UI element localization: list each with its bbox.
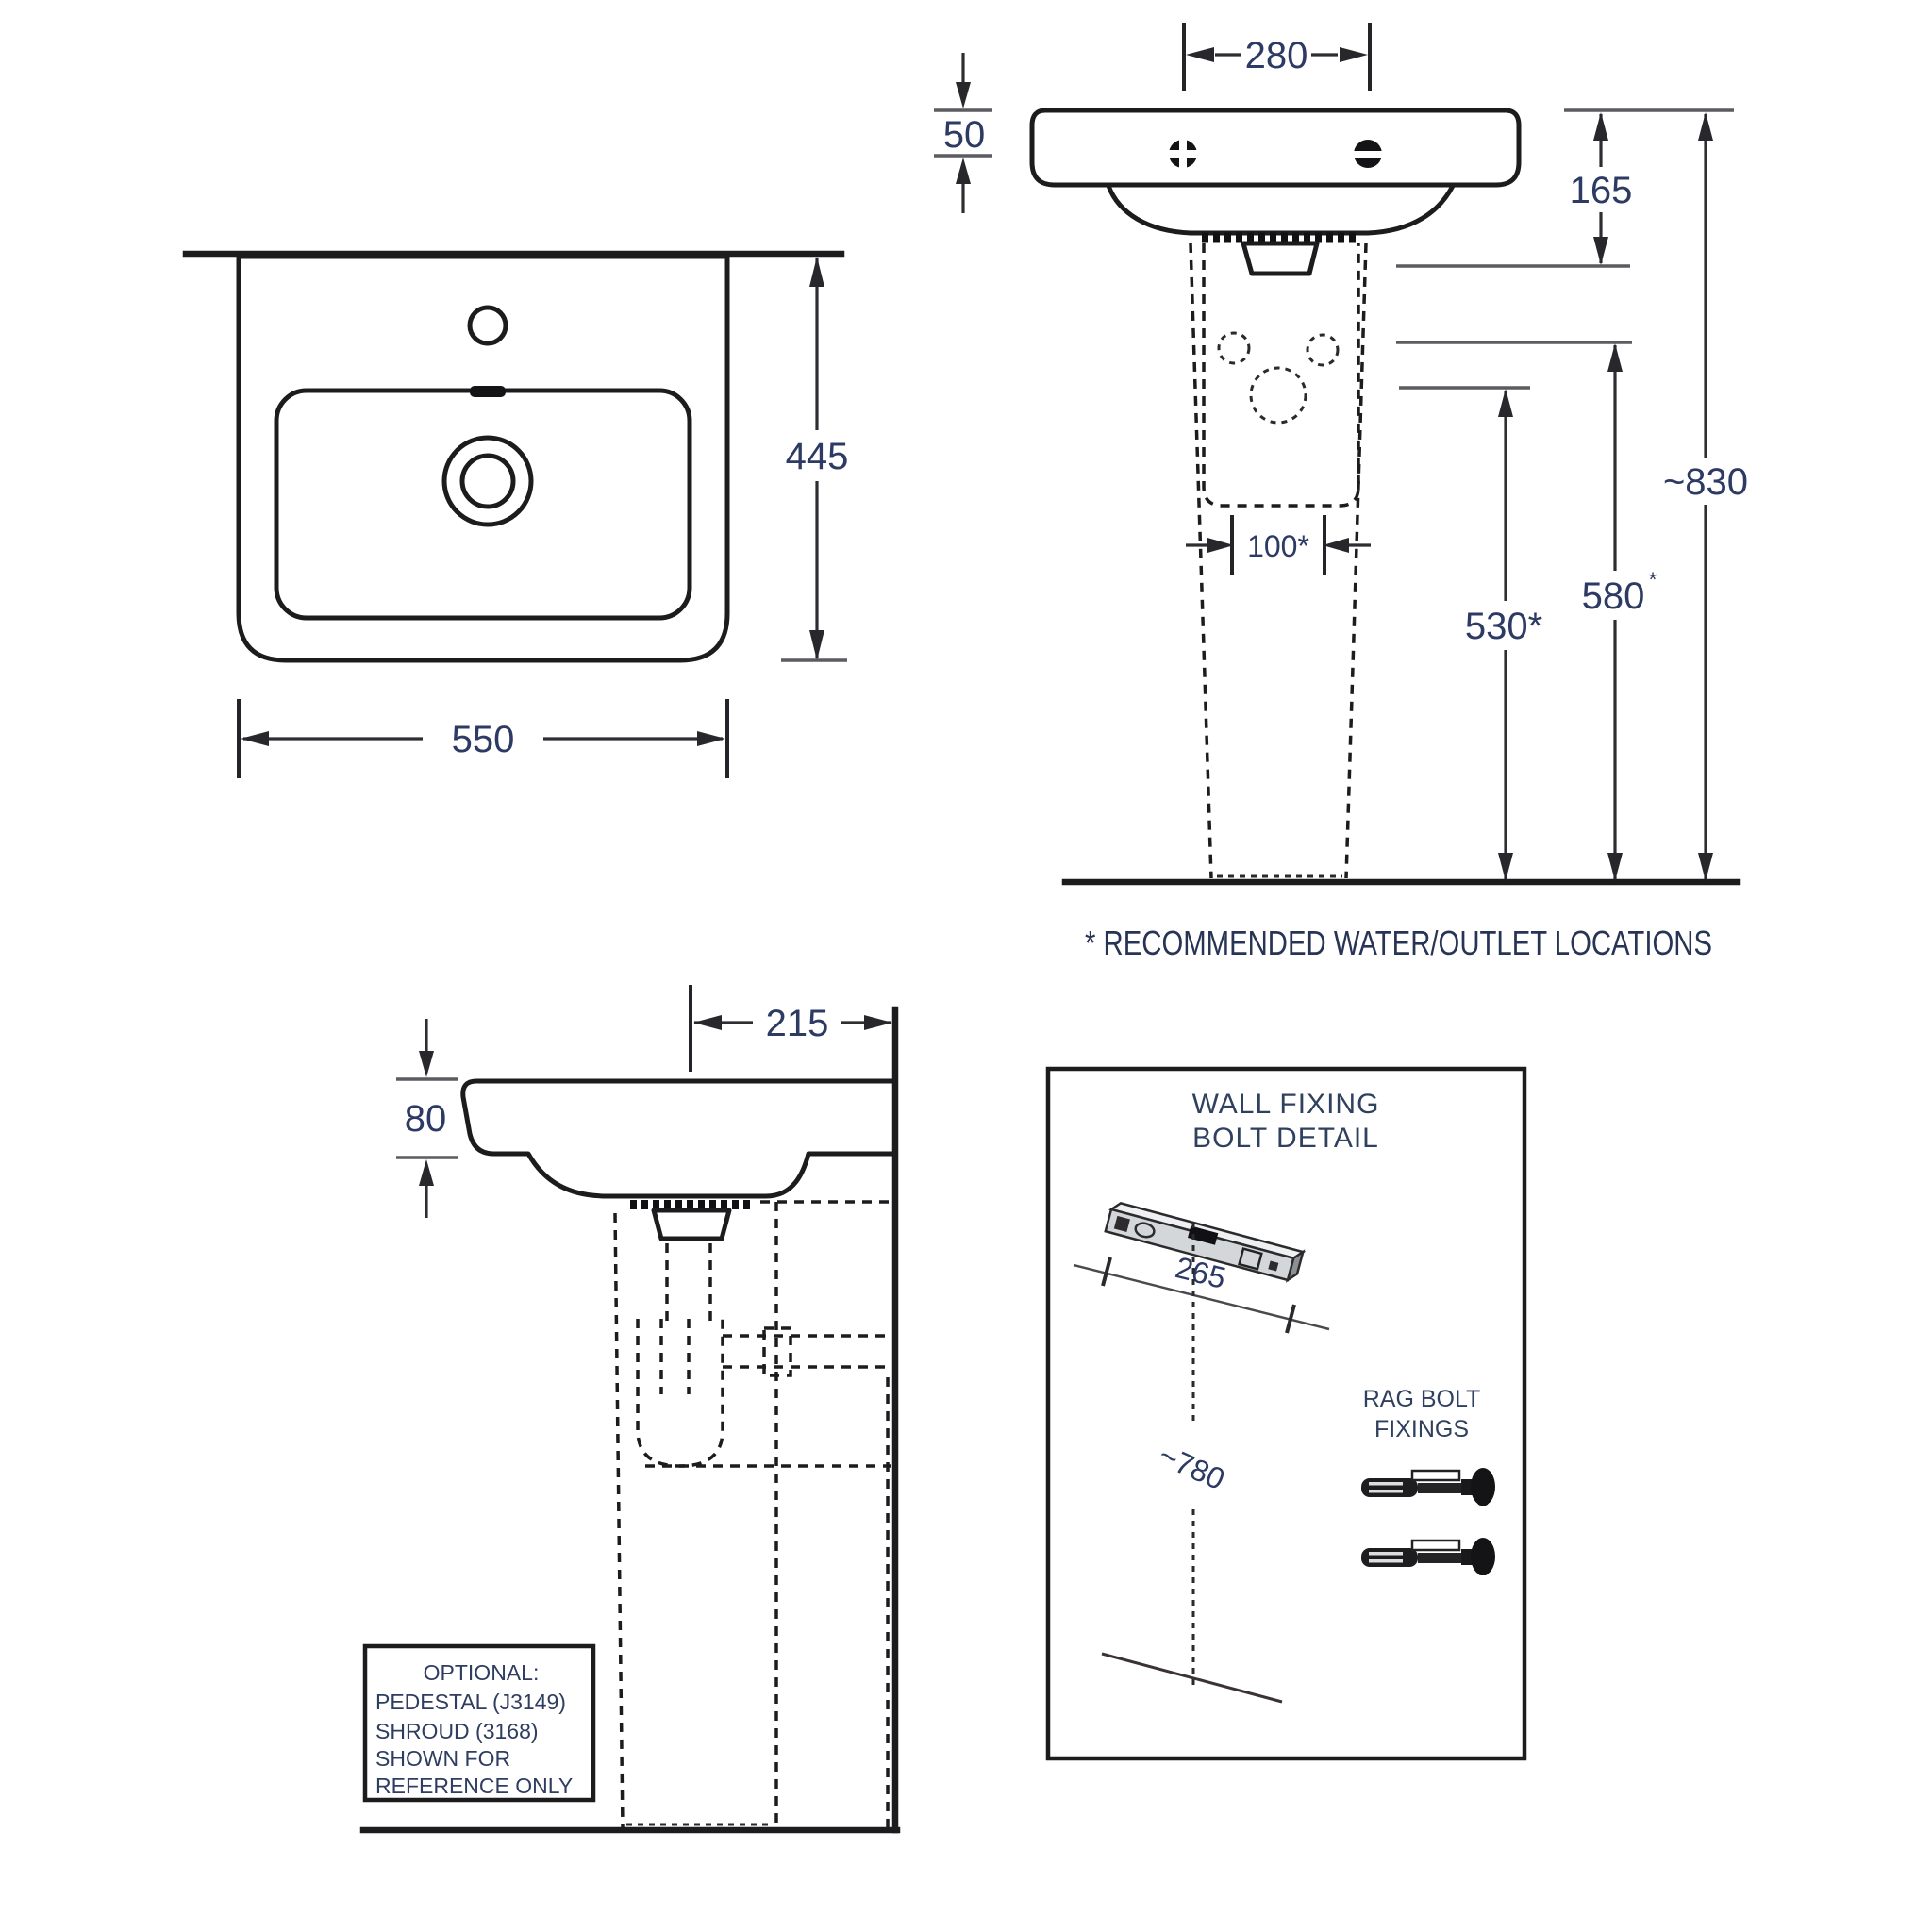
bowl-underside-front <box>1106 183 1456 236</box>
tap-hole <box>467 305 508 346</box>
outlet-height-asterisk: * <box>1649 568 1657 591</box>
fixing-hole-right <box>1352 140 1384 168</box>
dimension-tick <box>1101 1257 1112 1287</box>
front-elevation: 280 50 <box>934 23 1748 962</box>
basin-profile-side <box>460 1078 898 1199</box>
waste-drain-outer <box>441 435 534 527</box>
pedestal-recess-outline <box>1202 243 1360 508</box>
detail-title-line-2: BOLT DETAIL <box>1192 1123 1379 1154</box>
note-line-4: SHOWN FOR <box>375 1746 510 1771</box>
note-line-5: REFERENCE ONLY <box>375 1774 573 1798</box>
fixing-bar-illustration <box>1104 1202 1307 1283</box>
rim-to-recess-dimension: 165 <box>1570 170 1633 211</box>
pedestal-shroud-hidden-outline <box>613 1200 893 1829</box>
pedestal-outline-left <box>1189 242 1213 879</box>
overall-height-dimension: ~830 <box>1663 461 1748 503</box>
rag-bolt-illustration-2 <box>1361 1538 1495 1575</box>
trap-hidden-outline <box>636 1243 893 1468</box>
fixing-hole-left <box>1167 138 1199 170</box>
projection-dimension: 215 <box>766 1003 829 1044</box>
detail-box-border <box>1045 1066 1527 1761</box>
isometric-floor-line <box>1101 1652 1283 1704</box>
dimension-tick <box>1285 1304 1296 1334</box>
plan-width-dimension: 550 <box>452 719 515 760</box>
side-elevation: 215 80 <box>359 985 901 1834</box>
waste-outlet-side <box>651 1208 732 1241</box>
fixing-label-line-2: FIXINGS <box>1374 1416 1469 1442</box>
footnote-text: * RECOMMENDED WATER/OUTLET LOCATIONS <box>1085 924 1712 962</box>
note-line-3: SHROUD (3168) <box>375 1719 539 1743</box>
rim-thickness-dimension: 50 <box>943 114 986 156</box>
fixing-centres-dimension: 280 <box>1245 35 1308 76</box>
outlet-location-centre <box>1249 366 1307 425</box>
waste-outlet-front <box>1241 241 1320 276</box>
note-line-1: OPTIONAL: <box>424 1660 540 1685</box>
plan-view: 445 550 <box>182 250 849 778</box>
rag-bolt-illustration-1 <box>1361 1468 1495 1506</box>
waste-drain-inner <box>459 453 516 509</box>
edge-thickness-dimension: 80 <box>405 1098 447 1140</box>
overflow-slot <box>470 386 506 397</box>
basin-front-face <box>1029 108 1522 188</box>
note-line-2: PEDESTAL (J3149) <box>375 1690 566 1714</box>
recess-width-dimension: 100* <box>1247 529 1309 563</box>
plan-depth-dimension: 445 <box>786 436 849 477</box>
water-height-dimension: 530* <box>1465 606 1542 647</box>
bolt-centres-line <box>1073 1263 1330 1331</box>
water-location-left <box>1217 331 1251 365</box>
outlet-height-dimension: 580 <box>1582 575 1645 617</box>
optional-note-box: OPTIONAL: PEDESTAL (J3149) SHROUD (3168)… <box>362 1643 596 1803</box>
wall-fixing-detail: WALL FIXING BOLT DETAIL 265 ~780 RAG BOL… <box>1045 1066 1527 1761</box>
fixing-label-line-1: RAG BOLT <box>1363 1386 1481 1412</box>
pedestal-outline-right <box>1344 242 1368 879</box>
detail-title-line-1: WALL FIXING <box>1192 1089 1380 1120</box>
water-location-right <box>1306 333 1340 367</box>
